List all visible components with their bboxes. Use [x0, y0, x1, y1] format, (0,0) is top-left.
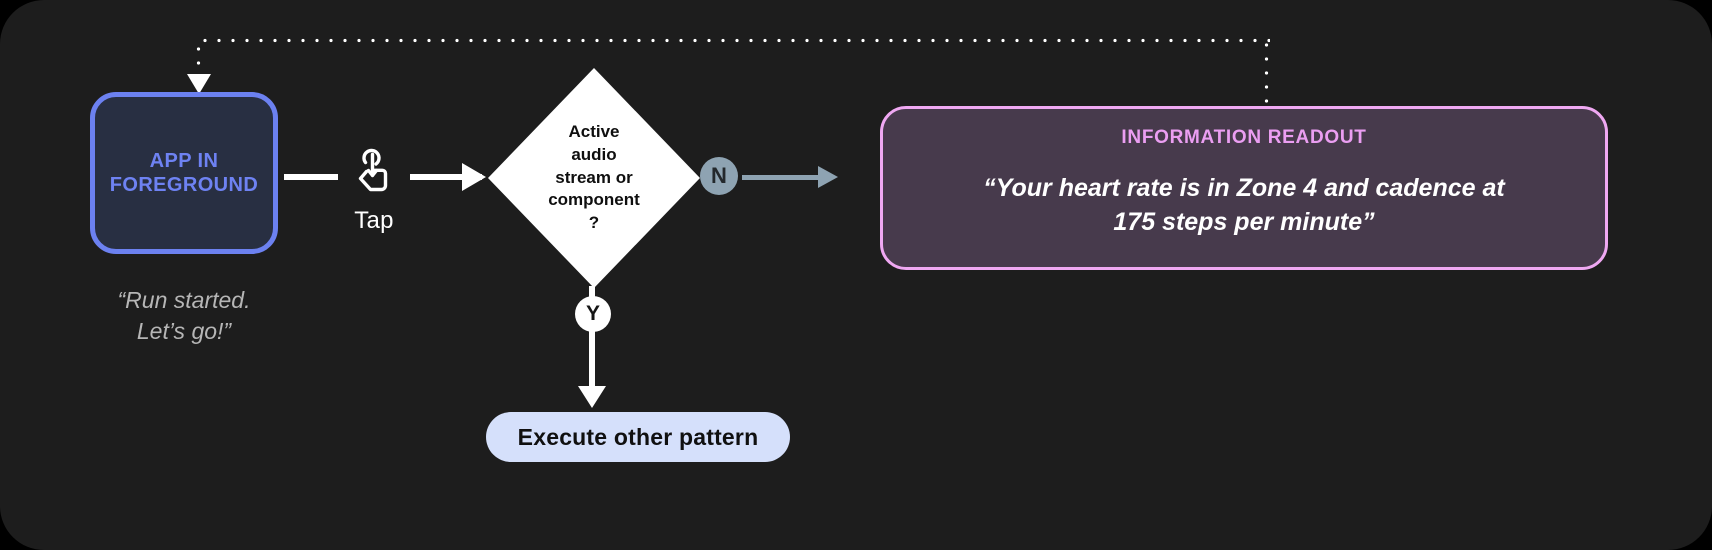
tap-interaction-group: Tap	[340, 148, 408, 235]
decision-line-4: component	[548, 190, 640, 210]
connector-yes-branch	[589, 330, 595, 392]
readout-title: INFORMATION READOUT	[1121, 127, 1367, 148]
readout-quote: “Your heart rate is in Zone 4 and cadenc…	[934, 171, 1554, 239]
node-app-in-foreground[interactable]: APP IN FOREGROUND	[90, 92, 278, 254]
connector-decision-to-yes-badge	[589, 286, 595, 302]
decision-arrowhead-icon	[462, 163, 486, 191]
decision-label: Active audio stream or component ?	[519, 121, 669, 235]
node-decision-active-audio[interactable]: Active audio stream or component ?	[488, 68, 700, 288]
readout-quote-line-1: “Your heart rate is in Zone 4 and cadenc…	[983, 174, 1505, 202]
feedback-dotted-line-horizontal	[198, 38, 1270, 43]
connector-app-box-to-tap	[284, 174, 338, 180]
decision-line-3: stream or	[555, 167, 633, 187]
decision-line-2: audio	[571, 144, 617, 164]
panel-information-readout[interactable]: INFORMATION READOUT “Your heart rate is …	[880, 106, 1608, 270]
tap-gesture-icon	[352, 148, 396, 202]
readout-arrowhead-icon	[818, 166, 838, 188]
app-in-foreground-label: APP IN FOREGROUND	[109, 149, 259, 196]
execute-other-pattern-label: Execute other pattern	[517, 423, 759, 450]
branch-badge-no: N	[700, 157, 738, 195]
app-in-foreground-caption: “Run started. Let’s go!”	[60, 285, 308, 346]
node-execute-other-pattern[interactable]: Execute other pattern	[486, 412, 790, 462]
feedback-dotted-line-left-vertical	[196, 42, 201, 82]
decision-line-1: Active	[568, 122, 620, 142]
connector-no-branch	[742, 175, 824, 180]
caption-line-2: Let’s go!”	[136, 317, 232, 344]
decision-line-5: ?	[588, 213, 600, 233]
feedback-dotted-line-right-vertical	[1264, 38, 1269, 110]
readout-quote-line-2: 175 steps per minute”	[1113, 208, 1375, 236]
branch-badge-yes: Y	[575, 296, 611, 332]
feedback-arrowhead-icon	[187, 74, 211, 94]
caption-line-1: “Run started.	[117, 287, 251, 313]
tap-label: Tap	[354, 207, 394, 234]
connector-tap-to-decision	[410, 174, 482, 180]
execute-arrowhead-icon	[578, 386, 606, 408]
